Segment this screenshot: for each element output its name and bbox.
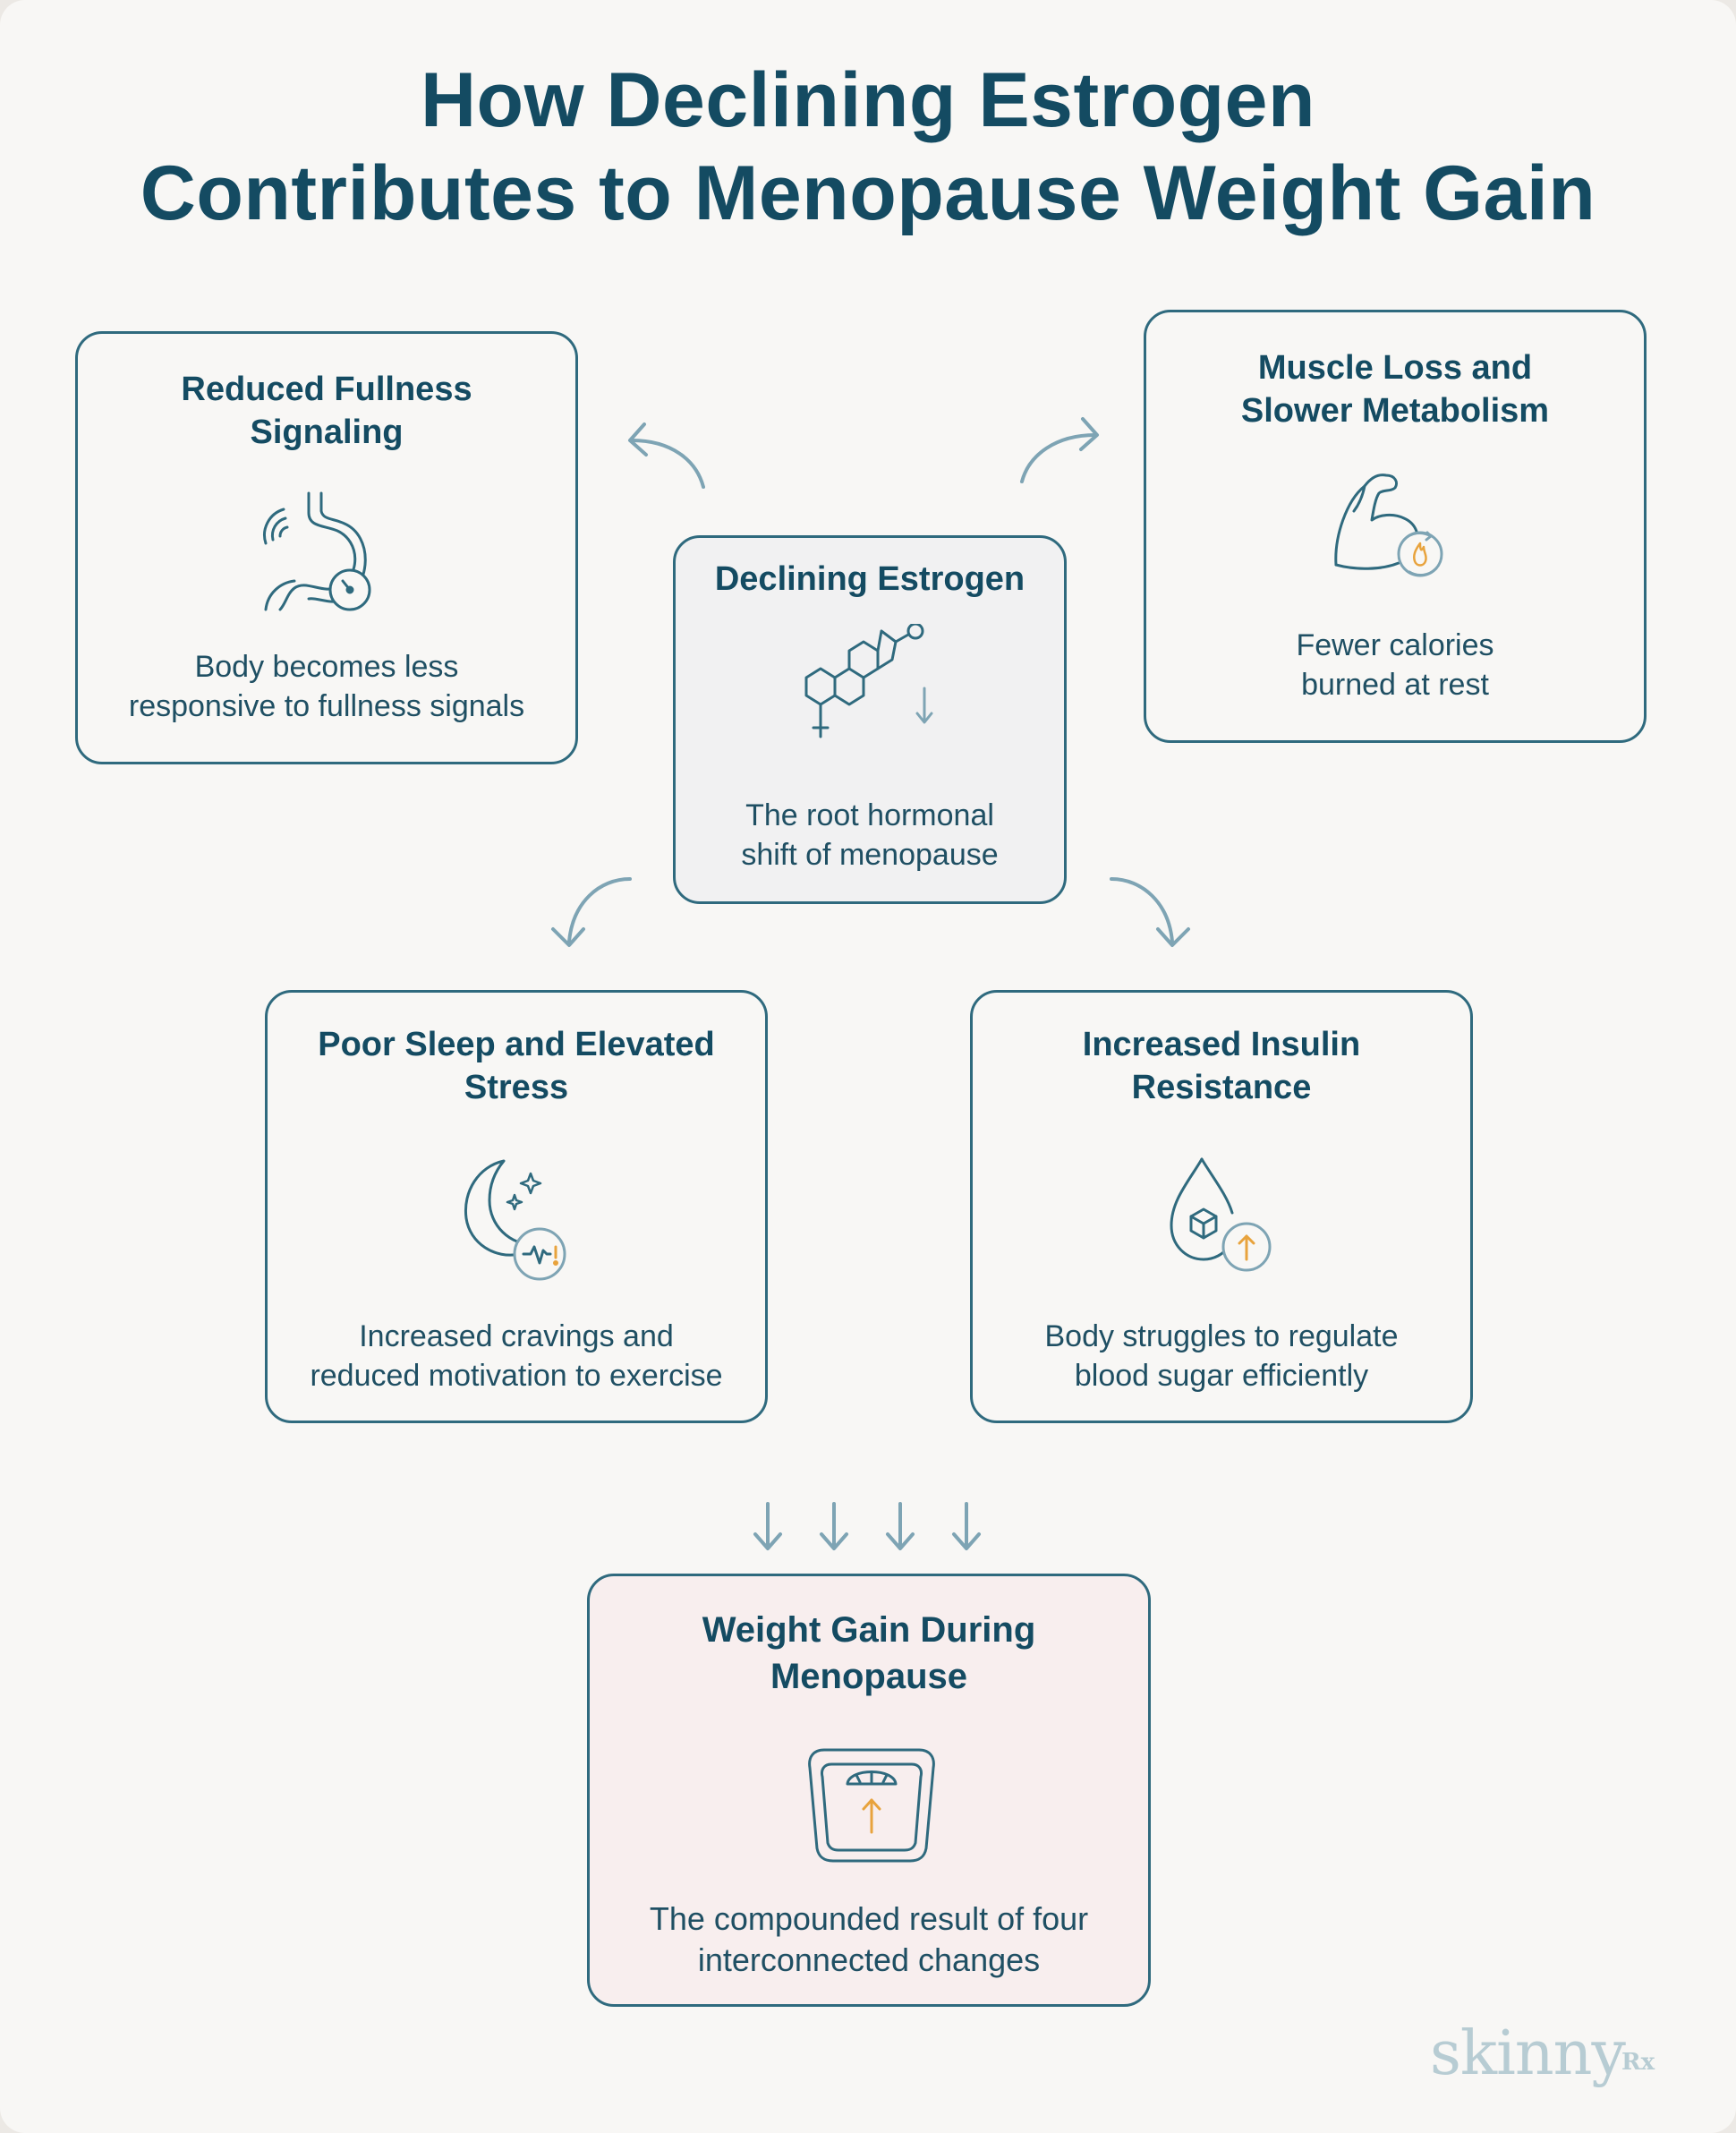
muscle-loss-desc-line-2: burned at rest (1301, 668, 1489, 702)
declining-estrogen-card: Declining Estrogen The root hormonal shi… (673, 535, 1067, 904)
poor-sleep-desc-line-1: Increased cravings and (359, 1319, 674, 1353)
reduced-fullness-desc-line-2: responsive to fullness signals (128, 689, 525, 723)
insulin-resistance-card: Increased Insulin Resistance Body strugg… (970, 990, 1473, 1423)
muscle-loss-title-line-2: Slower Metabolism (1240, 392, 1550, 430)
arrow-down-3 (886, 1502, 915, 1550)
page-title-line-2: Contributes to Menopause Weight Gain (140, 150, 1596, 236)
arrow-to-muscle-loss (1020, 417, 1099, 483)
poor-sleep-title-line-2: Stress (464, 1069, 569, 1106)
weight-gain-title-line-2: Menopause (770, 1657, 968, 1696)
muscle-loss-card: Muscle Loss and Slower Metabolism Fewer … (1144, 310, 1647, 743)
muscle-loss-desc-line-1: Fewer calories (1296, 628, 1494, 662)
weight-gain-title-line-1: Weight Gain During (702, 1610, 1036, 1650)
weight-gain-desc-line-1: The compounded result of four (649, 1900, 1089, 1937)
scale-up-icon (808, 1748, 935, 1863)
reduced-fullness-desc-line-1: Body becomes less (194, 650, 459, 684)
reduced-fullness-title-line-2: Signaling (250, 414, 404, 451)
declining-estrogen-title: Declining Estrogen (714, 560, 1025, 598)
poor-sleep-desc-line-2: reduced motivation to exercise (310, 1359, 723, 1393)
arrow-to-reduced-fullness (628, 422, 705, 489)
insulin-resistance-title-line-2: Resistance (1131, 1069, 1312, 1106)
skinny-rx-logo: skinny Rx (1430, 2014, 1663, 2095)
reduced-fullness-title-line-1: Reduced Fullness (181, 371, 472, 408)
poor-sleep-title-line-1: Poor Sleep and Elevated (318, 1026, 715, 1063)
insulin-resistance-desc-line-2: blood sugar efficiently (1074, 1359, 1369, 1393)
page-title-line-1: How Declining Estrogen (420, 57, 1316, 143)
flexed-arm-flame-icon (1334, 474, 1443, 577)
moon-stress-icon (464, 1159, 566, 1281)
arrow-down-4 (952, 1502, 981, 1550)
weight-gain-desc-line-2: interconnected changes (697, 1941, 1041, 1978)
declining-estrogen-desc-line-1: The root hormonal (745, 798, 994, 832)
arrow-down-2 (820, 1502, 848, 1550)
estrogen-molecule-icon (804, 624, 933, 738)
weight-gain-card: Weight Gain During Menopause The compoun… (587, 1574, 1151, 2007)
arrow-down-1 (753, 1502, 782, 1550)
poor-sleep-card: Poor Sleep and Elevated Stress Increased… (265, 990, 768, 1423)
brand-suffix: Rx (1621, 2049, 1655, 2076)
brand-name: skinny (1430, 2018, 1626, 2089)
stomach-gauge-icon (263, 491, 371, 611)
insulin-resistance-desc-line-1: Body struggles to regulate (1044, 1319, 1399, 1353)
reduced-fullness-card: Reduced Fullness Signaling Body becomes … (75, 331, 578, 764)
arrow-to-poor-sleep (551, 877, 632, 947)
muscle-loss-title-line-1: Muscle Loss and (1257, 349, 1533, 387)
insulin-resistance-title-line-1: Increased Insulin (1082, 1026, 1361, 1063)
declining-estrogen-desc-line-2: shift of menopause (741, 838, 999, 872)
arrow-to-insulin-resistance (1110, 877, 1190, 947)
blood-drop-sugar-icon (1170, 1157, 1272, 1272)
